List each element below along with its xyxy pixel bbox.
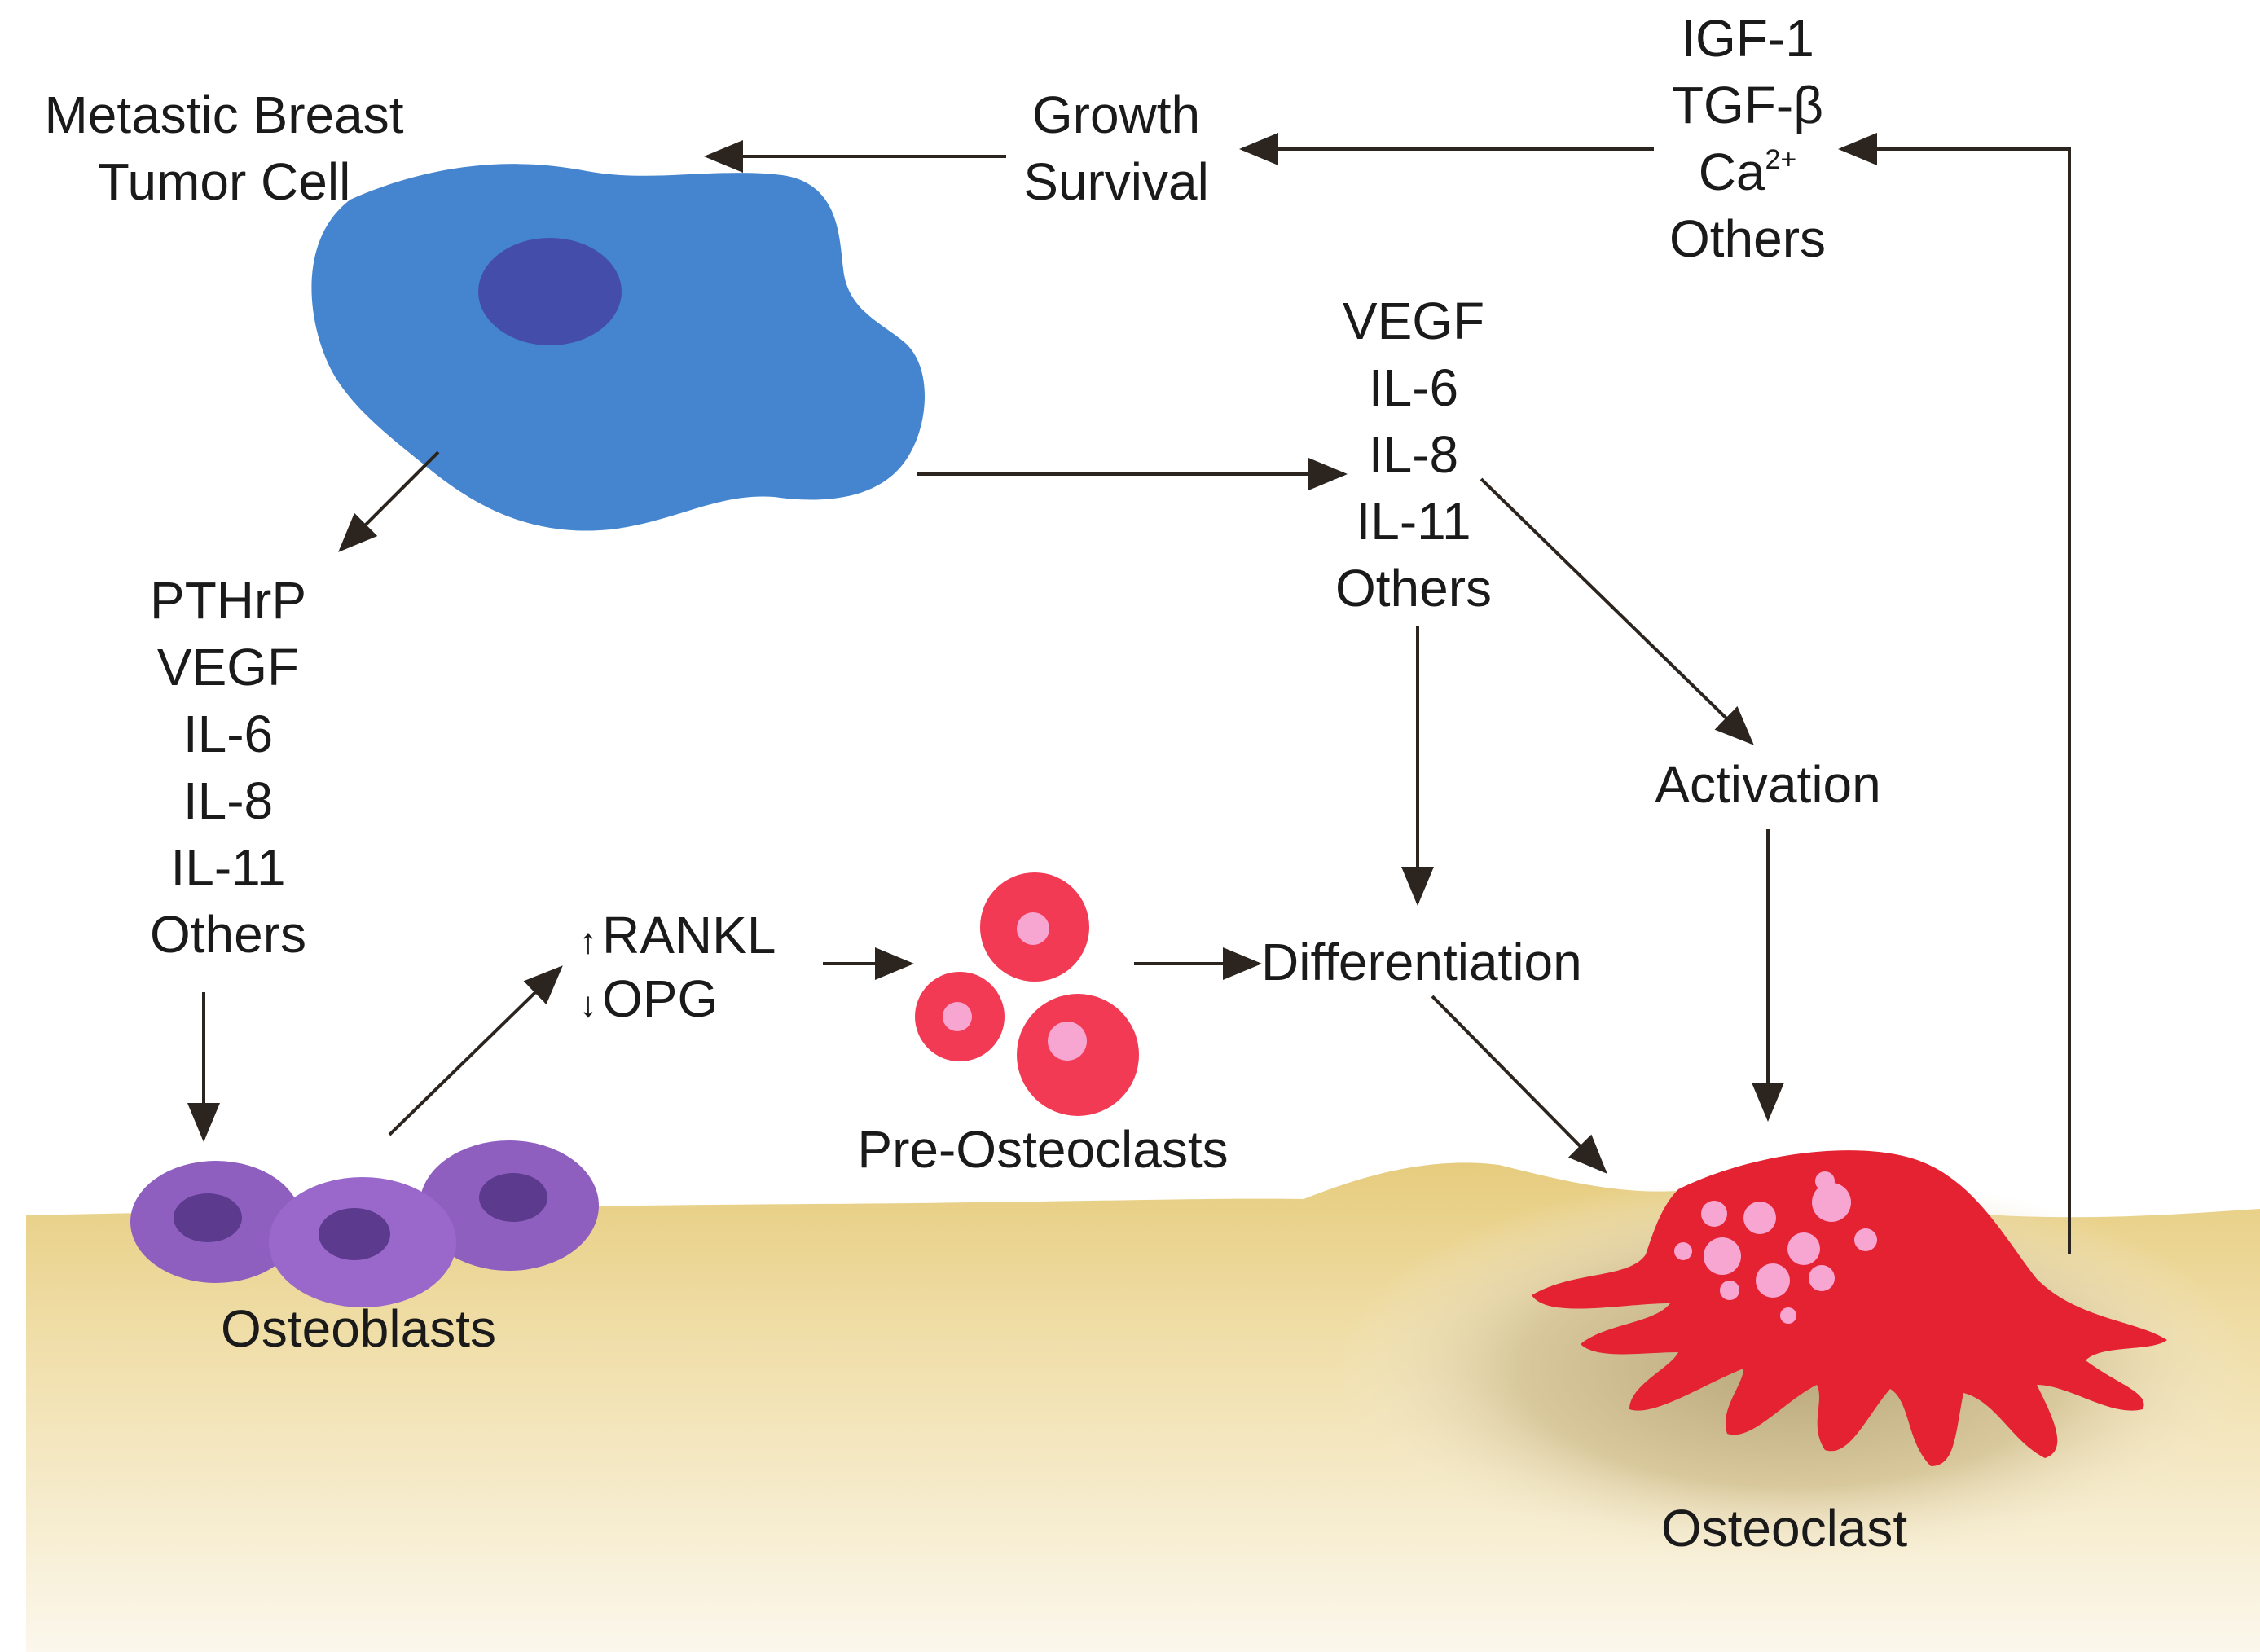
arrow-osteoblasts-to-rankl	[388, 965, 563, 1136]
label-line: IL-11	[170, 838, 286, 897]
pre-osteoclast-nucleus	[1048, 1022, 1087, 1061]
arrows	[187, 133, 2071, 1254]
rankl-line: ↑RANKL	[574, 907, 776, 970]
osteoclast-vesicle	[1704, 1237, 1741, 1275]
osteoclast-vesicle	[1756, 1263, 1790, 1298]
osteoclast-cell	[1532, 1150, 2167, 1466]
pre-osteoclast-cells	[915, 872, 1139, 1116]
opg-line: ↓OPG	[574, 970, 776, 1034]
rankl-opg-label: ↑RANKL ↓OPG	[574, 907, 776, 1034]
osteoblasts-label: Osteoblasts	[221, 1299, 496, 1358]
osteoclast-label: Osteoclast	[1660, 1499, 1908, 1558]
label-line: Growth	[1031, 86, 1201, 144]
osteoclast-vesicle	[1743, 1202, 1776, 1234]
label-line: Tumor Cell	[97, 152, 351, 211]
pre-osteoclast-nucleus	[1017, 912, 1049, 945]
osteoblast-nucleus	[479, 1173, 547, 1222]
osteoblast-nucleus	[174, 1193, 242, 1242]
tumor-factors-right-label: VEGF IL-6 IL-8 IL-11 Others	[1304, 288, 1524, 622]
osteoblast-nucleus	[319, 1208, 390, 1260]
down-arrow-icon: ↓	[579, 985, 597, 1025]
arrow-right-factors-to-activation	[1480, 477, 1754, 745]
label-line: IGF-1	[1681, 9, 1814, 68]
calcium-charge: 2+	[1765, 144, 1797, 175]
growth-survival-label: Growth Survival	[1002, 81, 1230, 215]
tumor-factors-left-label: PTHrP VEGF IL-6 IL-8 IL-11 Others	[122, 567, 334, 968]
up-arrow-icon: ↑	[579, 921, 597, 961]
label-line: Others	[1669, 209, 1827, 268]
activation-label: Activation	[1655, 755, 1881, 814]
differentiation-label: Differentiation	[1261, 933, 1582, 991]
osteoclast-vesicle	[1701, 1201, 1727, 1227]
osteoclast-vesicle	[1812, 1183, 1851, 1222]
label-line: Others	[149, 905, 307, 964]
label-line: PTHrP	[150, 571, 306, 630]
label-line: Others	[1334, 559, 1493, 617]
label-line: TGF-β	[1671, 76, 1824, 134]
label-line: IL-6	[1368, 358, 1459, 417]
label-line: IL-8	[182, 771, 274, 830]
pre-osteoclasts-label: Pre-Osteoclasts	[857, 1120, 1229, 1179]
label-line: Metastic Breast	[44, 86, 404, 144]
tumor-cell-nucleus	[478, 238, 622, 345]
osteoclast-body	[1532, 1150, 2167, 1466]
label-line: VEGF	[1342, 292, 1485, 350]
osteoclast-vesicle	[1854, 1228, 1877, 1251]
osteoclast-vesicle	[1674, 1242, 1692, 1260]
calcium-label: Ca2+	[1654, 138, 1841, 205]
tumor-cell-label: Metastic Breast Tumor Cell	[20, 81, 428, 215]
label-line: IL-8	[1368, 425, 1459, 484]
calcium-base: Ca	[1698, 143, 1765, 201]
label-line: IL-11	[1356, 492, 1471, 551]
pre-osteoclast-nucleus	[943, 1002, 972, 1031]
label-line: VEGF	[156, 638, 300, 696]
osteoclast-vesicle	[1809, 1265, 1835, 1291]
label-line: IL-6	[182, 705, 274, 763]
osteoclast-vesicle	[1780, 1307, 1796, 1324]
tumor-cell-body	[311, 164, 925, 531]
osteoblast-cells	[130, 1140, 599, 1307]
opg-text: OPG	[602, 969, 719, 1028]
osteoclast-vesicle	[1787, 1232, 1820, 1265]
arrow-osteoclast-to-bone-factors	[1838, 133, 2071, 1254]
label-line: Survival	[1023, 152, 1209, 211]
osteoclast-vesicle	[1720, 1281, 1739, 1300]
arrow-differentiation-to-osteoclast	[1431, 995, 1607, 1174]
bone-factors-label: IGF-1 TGF-β Ca2+ Others	[1654, 5, 1841, 272]
rankl-text: RANKL	[602, 906, 776, 964]
arrow-tumor-to-left-factors	[338, 450, 440, 552]
